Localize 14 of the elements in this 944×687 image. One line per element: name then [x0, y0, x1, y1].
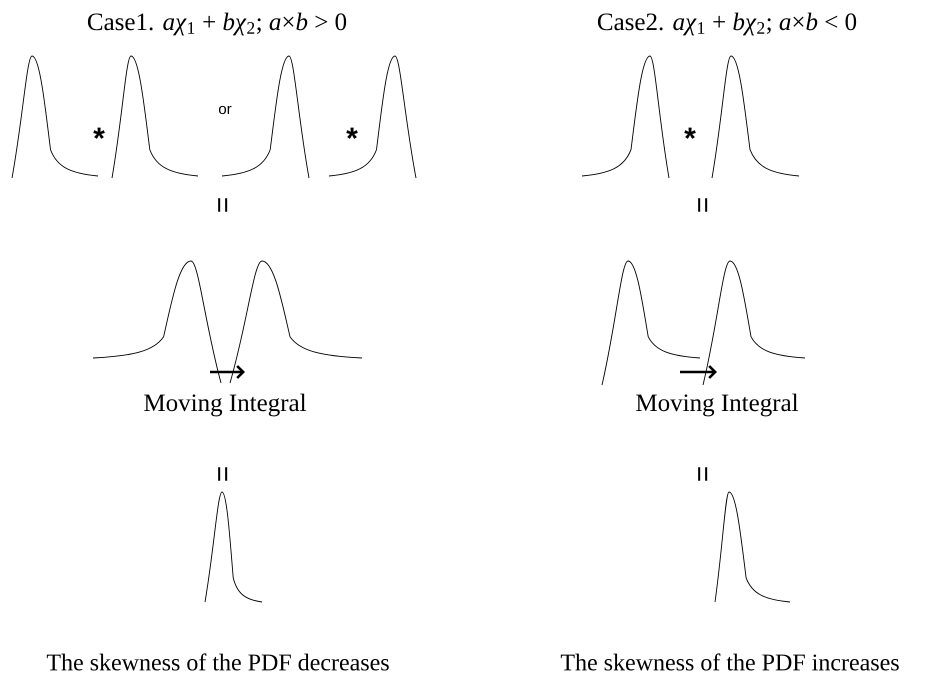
label: = [218, 467, 228, 481]
label: * [346, 128, 358, 139]
label: = [218, 198, 228, 212]
label: * [684, 128, 696, 139]
label: Case2. aχ$_{1}$ + bχ$_{2}$; a×b < 0 [598, 12, 856, 36]
label: Moving Integral [144, 394, 306, 416]
label: Moving Integral [636, 394, 798, 416]
label: The skewness of the PDF decreases [46, 653, 389, 671]
label: or [218, 106, 232, 114]
label: Case1. aχ$_{1}$ + bχ$_{2}$; a×b > 0 [88, 12, 346, 36]
label: The skewness of the PDF increases [560, 653, 899, 671]
label: * [93, 128, 105, 139]
label: = [698, 198, 708, 212]
label: = [698, 467, 708, 481]
